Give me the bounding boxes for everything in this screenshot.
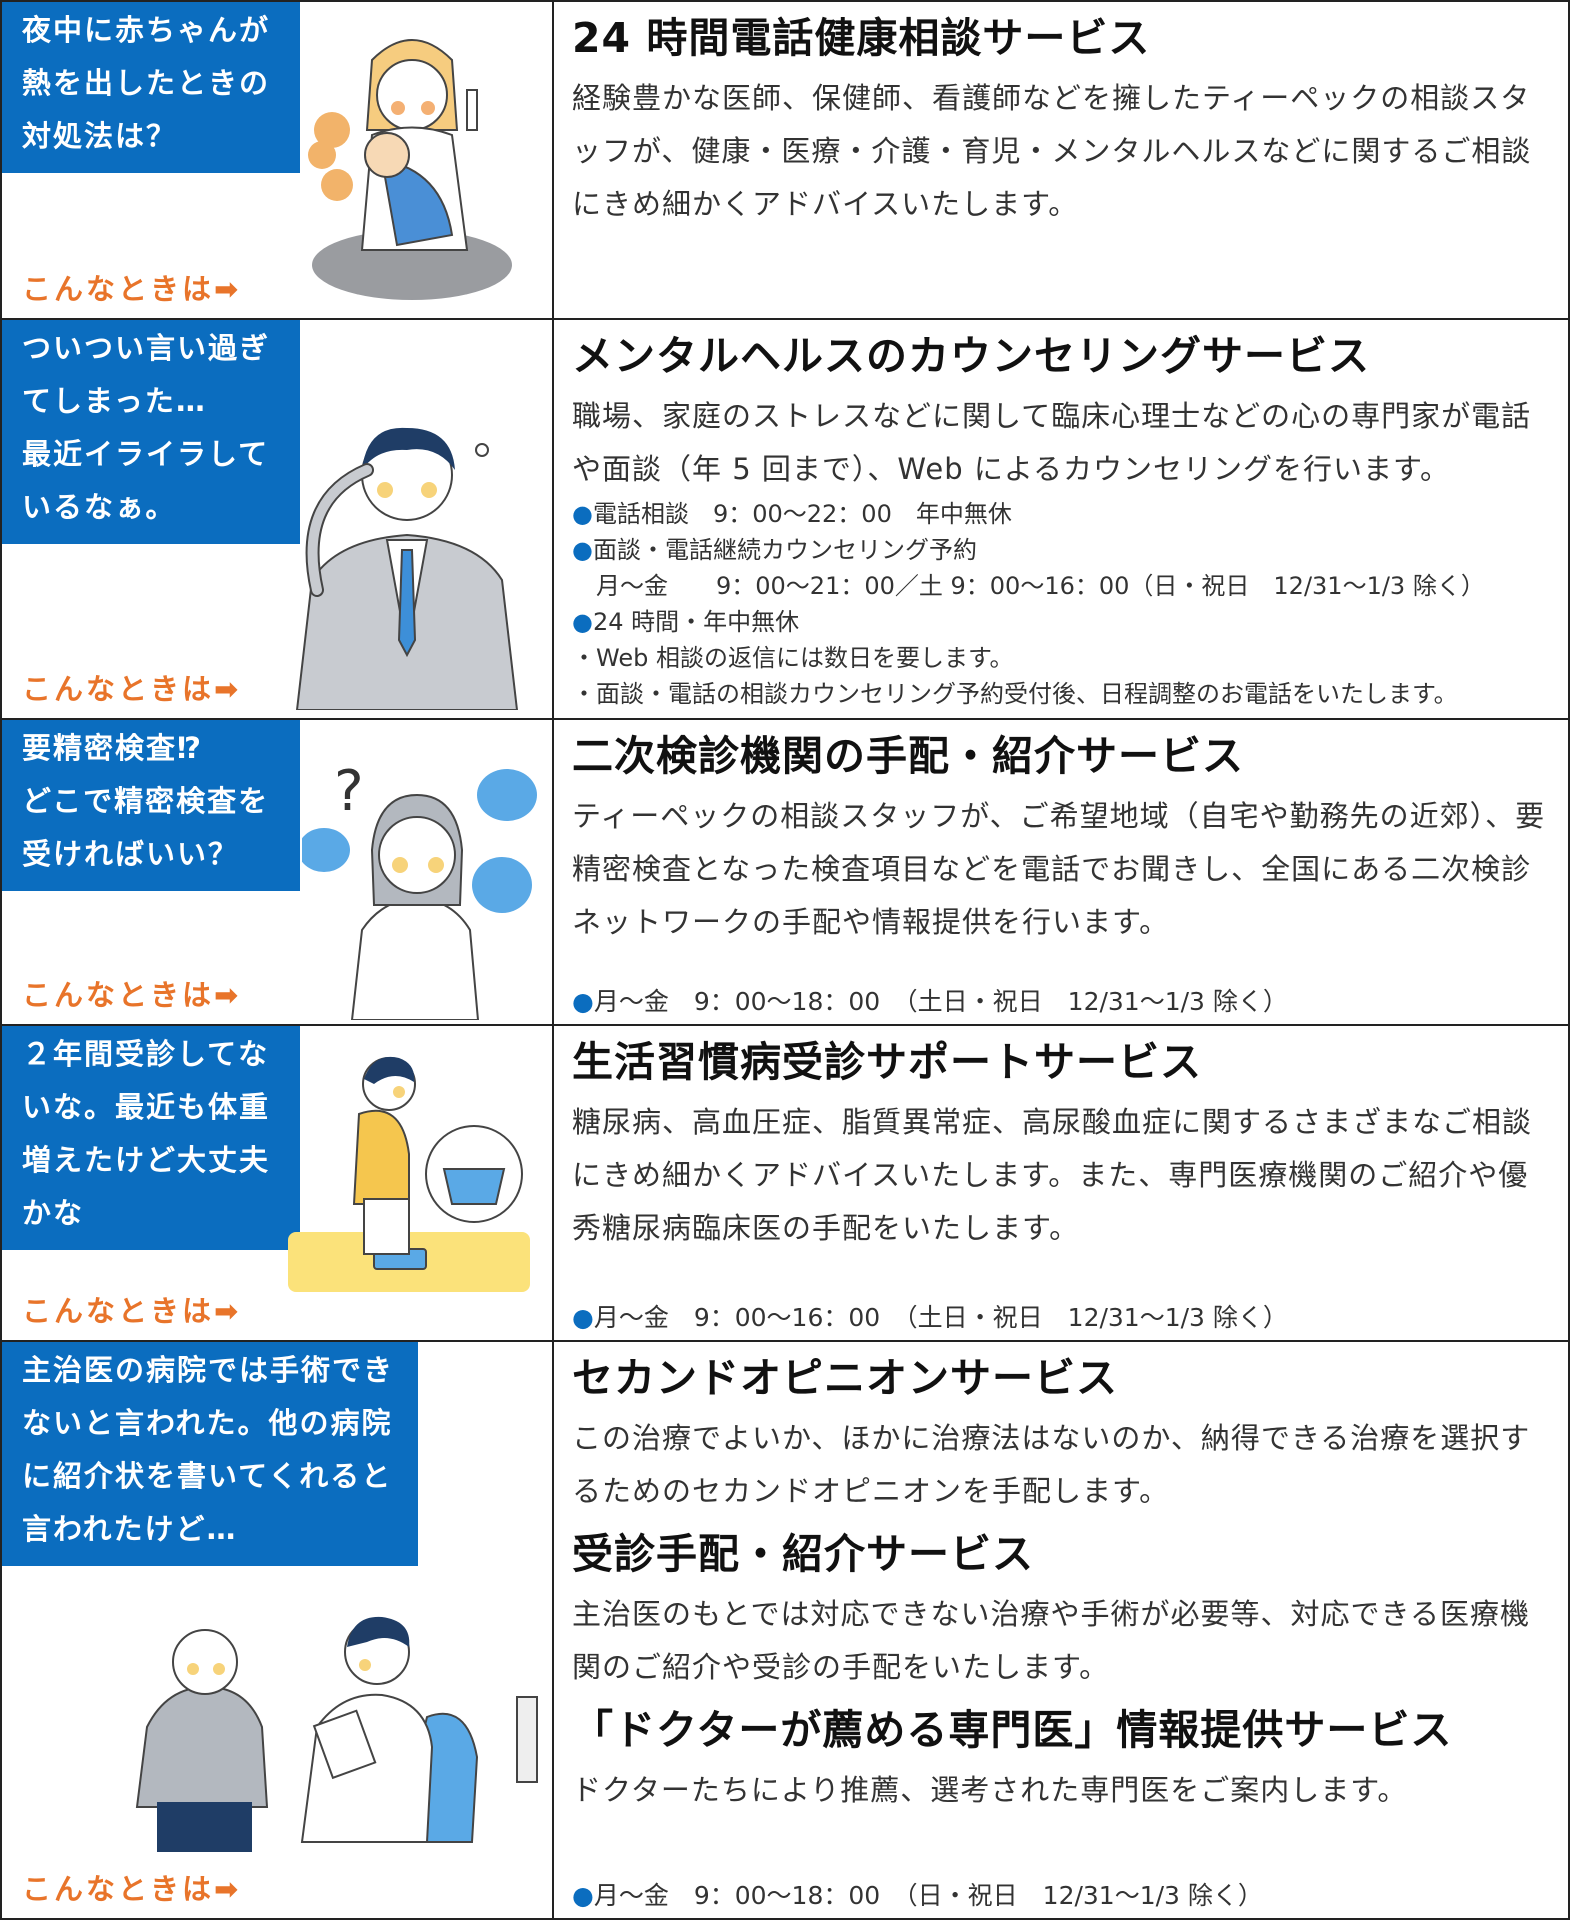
when-label: こんなときは➡ xyxy=(22,1294,242,1328)
service-description: この治療でよいか、ほかに治療法はないのか、納得できる治療を選択するためのセカンド… xyxy=(572,1421,1531,1508)
service-row-mental: ついつい言い過ぎ てしまった… 最近イライラして いるなぁ。 こんなときは➡ メ… xyxy=(2,320,1568,720)
bubble-line: 対処法は？ xyxy=(22,119,178,153)
service-note: ●面談・電話継続カウンセリング予約 xyxy=(572,536,977,564)
service-title: セカンドオピニオンサービス xyxy=(572,1354,1118,1402)
bubble-line: 熱を出したときの xyxy=(22,66,271,100)
service-title: 生活習慣病受診サポートサービス xyxy=(572,1038,1202,1086)
scenario-panel: 主治医の病院では手術でき ないと言われた。他の病院 に紹介状を書いてくれると 言… xyxy=(2,1342,554,1918)
bubble-line: 夜中に赤ちゃんが xyxy=(22,13,271,47)
when-label: こんなときは➡ xyxy=(22,672,242,706)
bubble-line: 受ければいい？ xyxy=(22,837,240,871)
when-label: こんなときは➡ xyxy=(22,272,242,306)
service-hours: ●月～金 9：00～16：00 （土日・祝日 12/31～1/3 除く） xyxy=(572,1303,1288,1332)
service-panel: 二次検診機関の手配・紹介サービス ティーペックの相談スタッフが、ご希望地域（自宅… xyxy=(554,720,1568,1024)
service-description: 経験豊かな医師、保健師、看護師などを擁したティーペックの相談スタッフが、健康・医… xyxy=(572,81,1532,221)
bullet-dot: ● xyxy=(572,1303,594,1332)
bubble-line: いな。最近も体重 xyxy=(22,1090,271,1124)
mother-baby-illustration xyxy=(308,39,512,300)
service-description: 糖尿病、高血圧症、脂質異常症、高尿酸血症に関するさまざまなご相談にきめ細かくアド… xyxy=(572,1105,1533,1245)
bubble-line: 要精密検査⁉ xyxy=(22,731,204,765)
service-panel: メンタルヘルスのカウンセリングサービス 職場、家庭のストレスなどに関して臨床心理… xyxy=(554,320,1568,718)
bubble-line: てしまった… xyxy=(22,384,207,418)
scenario-panel: ２年間受診してな いな。最近も体重 増えたけど大丈夫 かな こんなときは➡ xyxy=(2,1026,554,1340)
service-note: ・面談・電話の相談カウンセリング予約受付後、日程調整のお電話をいたします。 xyxy=(572,680,1458,708)
service-description: 主治医のもとでは対応できない治療や手術が必要等、対応できる医療機関のご紹介や受診… xyxy=(572,1597,1530,1684)
service-row-lifestyle: ２年間受診してな いな。最近も体重 増えたけど大丈夫 かな こんなときは➡ 生活… xyxy=(2,1026,1568,1342)
service-note: ●電話相談 9：00～22：00 年中無休 xyxy=(572,500,1012,528)
scenario-bubble: ２年間受診してな いな。最近も体重 増えたけど大丈夫 かな xyxy=(2,1026,300,1250)
service-row-second-exam: 要精密検査⁉ どこで精密検査を 受ければいい？ ? こんなときは➡ 二次検診機関… xyxy=(2,720,1568,1026)
bullet-dot: ● xyxy=(572,987,594,1016)
bubble-line: 増えたけど大丈夫 xyxy=(22,1143,271,1177)
service-panel: 24 時間電話健康相談サービス 経験豊かな医師、保健師、看護師などを擁したティー… xyxy=(554,2,1568,318)
bubble-line: ２年間受診してな xyxy=(22,1037,270,1071)
service-panel: 生活習慣病受診サポートサービス 糖尿病、高血圧症、脂質異常症、高尿酸血症に関する… xyxy=(554,1026,1568,1340)
service-note: 月～金 9：00～21：00／土 9：00～16：00（日・祝日 12/31～1… xyxy=(572,572,1485,600)
service-title: 「ドクターが薦める専門医」情報提供サービス xyxy=(572,1706,1453,1754)
bullet-dot: ● xyxy=(572,500,593,528)
svg-text:?: ? xyxy=(334,759,364,824)
service-hours: ●月～金 9：00～18：00 （土日・祝日 12/31～1/3 除く） xyxy=(572,987,1288,1016)
bubble-line: ついつい言い過ぎ xyxy=(22,331,271,365)
service-title: メンタルヘルスのカウンセリングサービス xyxy=(572,332,1370,380)
service-description: ティーペックの相談スタッフが、ご希望地域（自宅や勤務先の近郊）、要精密検査となっ… xyxy=(572,799,1546,939)
scenario-panel: ついつい言い過ぎ てしまった… 最近イライラして いるなぁ。 こんなときは➡ xyxy=(2,320,554,718)
stressed-man-illustration xyxy=(295,427,519,710)
service-title: 24 時間電話健康相談サービス xyxy=(572,14,1151,62)
service-row-phone: 夜中に赤ちゃんが 熱を出したときの 対処法は？ こんなときは➡ 2 xyxy=(2,2,1568,320)
scenario-bubble: 要精密検査⁉ どこで精密検査を 受ければいい？ xyxy=(2,720,300,891)
bubble-line: かな xyxy=(22,1196,85,1230)
scenario-bubble: ついつい言い過ぎ てしまった… 最近イライラして いるなぁ。 xyxy=(2,320,300,544)
scenario-bubble: 夜中に赤ちゃんが 熱を出したときの 対処法は？ xyxy=(2,2,300,173)
confused-woman-illustration: ? xyxy=(302,759,537,1020)
service-note: ・Web 相談の返信には数日を要します。 xyxy=(572,644,1014,672)
bullet-dot: ● xyxy=(572,536,593,564)
service-panel: セカンドオピニオンサービス この治療でよいか、ほかに治療法はないのか、納得できる… xyxy=(554,1342,1568,1918)
bubble-line: いるなぁ。 xyxy=(22,490,177,524)
bubble-line: 言われたけど… xyxy=(22,1512,238,1546)
bullet-dot: ● xyxy=(572,608,593,636)
service-title: 二次検診機関の手配・紹介サービス xyxy=(572,732,1244,780)
when-label: こんなときは➡ xyxy=(22,978,242,1012)
bullet-dot: ● xyxy=(572,1881,594,1910)
service-description: 職場、家庭のストレスなどに関して臨床心理士などの心の専門家が電話や面談（年 5 … xyxy=(572,399,1532,486)
bubble-line: どこで精密検査を xyxy=(22,784,270,818)
scenario-panel: 要精密検査⁉ どこで精密検査を 受ければいい？ ? こんなときは➡ xyxy=(2,720,554,1024)
bubble-line: に紹介状を書いてくれると xyxy=(22,1459,393,1493)
bubble-line: 最近イライラして xyxy=(22,437,270,471)
service-note: ●24 時間・年中無休 xyxy=(572,608,800,636)
service-row-second-opinion: 主治医の病院では手術でき ないと言われた。他の病院 に紹介状を書いてくれると 言… xyxy=(2,1342,1568,1918)
bubble-line: ないと言われた。他の病院 xyxy=(22,1406,393,1440)
doctor-patient-illustration xyxy=(135,1616,538,1852)
service-description: ドクターたちにより推薦、選考された専門医をご案内します。 xyxy=(572,1773,1408,1807)
bubble-line: 主治医の病院では手術でき xyxy=(22,1353,395,1387)
when-label: こんなときは➡ xyxy=(22,1872,242,1906)
woman-on-scale-illustration xyxy=(288,1056,530,1292)
service-hours: ●月～金 9：00～18：00 （日・祝日 12/31～1/3 除く） xyxy=(572,1881,1263,1910)
scenario-panel: 夜中に赤ちゃんが 熱を出したときの 対処法は？ こんなときは➡ xyxy=(2,2,554,318)
scenario-bubble: 主治医の病院では手術でき ないと言われた。他の病院 に紹介状を書いてくれると 言… xyxy=(2,1342,418,1566)
service-title: 受診手配・紹介サービス xyxy=(572,1530,1034,1578)
